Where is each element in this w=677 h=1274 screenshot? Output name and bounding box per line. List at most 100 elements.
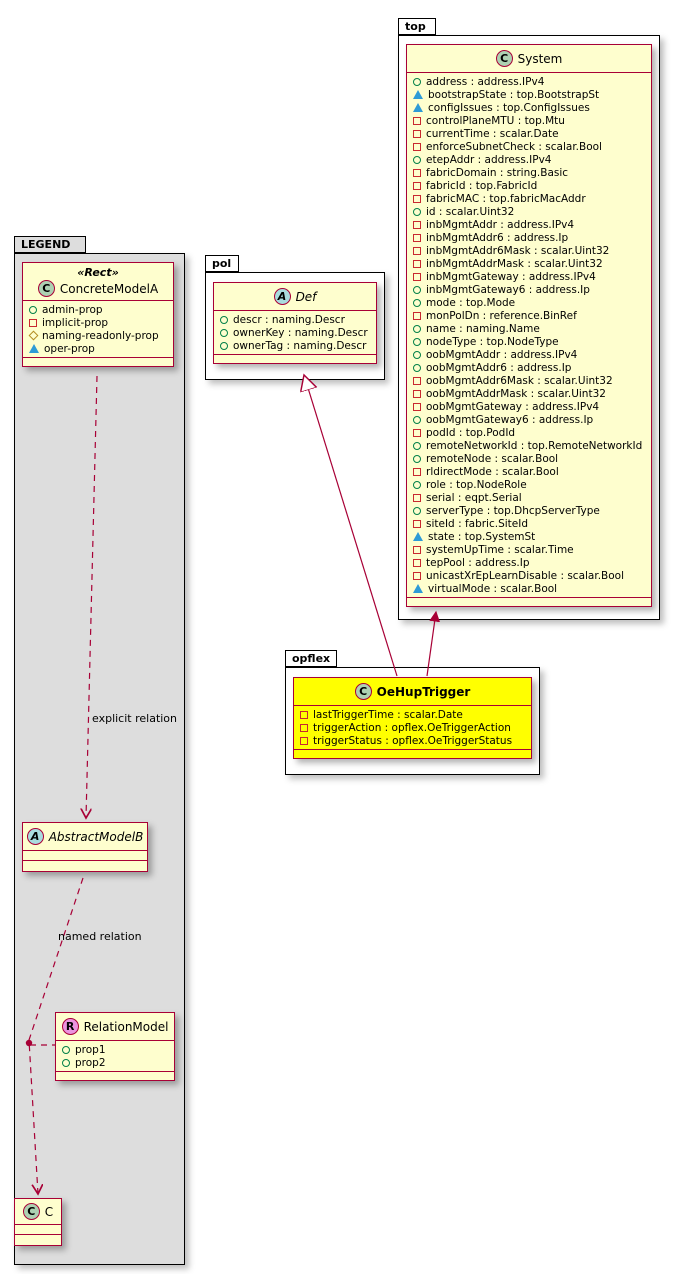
class-abstractmodelb: A AbstractModelB bbox=[22, 822, 148, 872]
class-attribute: oobMgmtAddr6 : address.Ip bbox=[407, 361, 651, 374]
class-spot-icon: C bbox=[22, 1203, 40, 1220]
class-attribute: unicastXrEpLearnDisable : scalar.Bool bbox=[407, 569, 651, 582]
class-oehuptrigger-header: C OeHupTrigger bbox=[294, 678, 531, 706]
square-prop-icon bbox=[413, 129, 421, 138]
circle-prop-icon bbox=[220, 328, 228, 337]
relation-class-spot-icon: R bbox=[61, 1018, 79, 1035]
class-spot-icon: C bbox=[354, 683, 372, 700]
attribute-text: siteId : fabric.SiteId bbox=[426, 517, 529, 530]
circle-prop-icon bbox=[29, 305, 37, 314]
attribute-text: virtualMode : scalar.Bool bbox=[428, 582, 558, 595]
attribute-text: rldirectMode : scalar.Bool bbox=[426, 465, 559, 478]
class-attribute: etepAddr : address.IPv4 bbox=[407, 153, 651, 166]
class-attribute: oobMgmtGateway : address.IPv4 bbox=[407, 400, 651, 413]
class-attribute: oobMgmtAddrMask : scalar.Uint32 bbox=[407, 387, 651, 400]
square-prop-icon bbox=[413, 545, 421, 554]
attribute-text: oobMgmtGateway6 : address.Ip bbox=[426, 413, 594, 426]
square-prop-icon bbox=[413, 402, 421, 411]
class-title: System bbox=[517, 51, 563, 66]
attribute-text: oobMgmtGateway : address.IPv4 bbox=[426, 400, 600, 413]
attribute-text: inbMgmtAddrMask : scalar.Uint32 bbox=[426, 257, 603, 270]
class-attribute: siteId : fabric.SiteId bbox=[407, 517, 651, 530]
attribute-text: enforceSubnetCheck : scalar.Bool bbox=[426, 140, 602, 153]
square-prop-icon bbox=[413, 168, 421, 177]
circle-prop-icon bbox=[413, 350, 421, 359]
attribute-text: name : naming.Name bbox=[426, 322, 540, 335]
diamond-prop-icon bbox=[28, 330, 39, 341]
class-attribute: admin-prop bbox=[23, 303, 173, 316]
attribute-text: unicastXrEpLearnDisable : scalar.Bool bbox=[426, 569, 625, 582]
circle-prop-icon bbox=[220, 315, 228, 324]
circle-prop-icon bbox=[413, 480, 421, 489]
package-pol-tab: pol bbox=[205, 255, 239, 272]
triangle-prop-icon bbox=[413, 103, 423, 112]
stereotype-label: «Rect» bbox=[77, 266, 119, 279]
class-attribute: address : address.IPv4 bbox=[407, 75, 651, 88]
class-attribute: triggerAction : opflex.OeTriggerAction bbox=[294, 721, 531, 734]
class-attribute: descr : naming.Descr bbox=[214, 313, 376, 326]
triangle-prop-icon bbox=[413, 90, 423, 99]
circle-prop-icon bbox=[413, 77, 421, 86]
attribute-text: oobMgmtAddr6 : address.Ip bbox=[426, 361, 572, 374]
class-attribute: oobMgmtGateway6 : address.Ip bbox=[407, 413, 651, 426]
class-title: C bbox=[44, 1204, 54, 1219]
attribute-text: tepPool : address.Ip bbox=[426, 556, 530, 569]
class-attribute: oobMgmtAddr : address.IPv4 bbox=[407, 348, 651, 361]
class-attribute: prop2 bbox=[56, 1056, 174, 1069]
class-attribute: role : top.NodeRole bbox=[407, 478, 651, 491]
attribute-text: admin-prop bbox=[42, 303, 103, 316]
class-system-methods-empty bbox=[407, 598, 651, 606]
class-abstractmodelb-header: A AbstractModelB bbox=[23, 823, 147, 851]
square-prop-icon bbox=[413, 116, 421, 125]
circle-prop-icon bbox=[62, 1045, 70, 1054]
class-attribute: serial : eqpt.Serial bbox=[407, 491, 651, 504]
abstract-class-spot-icon: A bbox=[273, 288, 291, 305]
attribute-text: oobMgmtAddrMask : scalar.Uint32 bbox=[426, 387, 606, 400]
class-attribute: remoteNetworkId : top.RemoteNetworkId bbox=[407, 439, 651, 452]
class-spot-icon: C bbox=[37, 280, 55, 297]
class-attribute: enforceSubnetCheck : scalar.Bool bbox=[407, 140, 651, 153]
attribute-text: oobMgmtAddr6Mask : scalar.Uint32 bbox=[426, 374, 613, 387]
class-attribute: inbMgmtAddr : address.IPv4 bbox=[407, 218, 651, 231]
square-prop-icon bbox=[413, 259, 421, 268]
circle-prop-icon bbox=[413, 337, 421, 346]
square-prop-icon bbox=[413, 246, 421, 255]
class-attribute: bootstrapState : top.BootstrapSt bbox=[407, 88, 651, 101]
triangle-prop-icon bbox=[29, 344, 39, 353]
square-prop-icon bbox=[413, 428, 421, 437]
attribute-text: triggerAction : opflex.OeTriggerAction bbox=[313, 721, 511, 734]
triangle-prop-icon bbox=[413, 532, 423, 541]
class-attribute: tepPool : address.Ip bbox=[407, 556, 651, 569]
class-attribute: configIssues : top.ConfigIssues bbox=[407, 101, 651, 114]
circle-prop-icon bbox=[413, 441, 421, 450]
class-abstractmodelb-attributes-empty bbox=[23, 851, 147, 861]
class-abstractmodelb-methods-empty bbox=[23, 861, 147, 871]
abstract-class-spot-icon: A bbox=[26, 828, 44, 845]
attribute-text: implicit-prop bbox=[42, 316, 109, 329]
class-attribute: ownerTag : naming.Descr bbox=[214, 339, 376, 352]
attribute-text: role : top.NodeRole bbox=[426, 478, 527, 491]
square-prop-icon bbox=[413, 389, 421, 398]
class-attribute: oobMgmtAddr6Mask : scalar.Uint32 bbox=[407, 374, 651, 387]
class-attribute: inbMgmtAddr6Mask : scalar.Uint32 bbox=[407, 244, 651, 257]
square-prop-icon bbox=[413, 571, 421, 580]
relation-label-explicit: explicit relation bbox=[92, 712, 178, 725]
class-attribute: serverType : top.DhcpServerType bbox=[407, 504, 651, 517]
class-concretemodela-header: «Rect» C ConcreteModelA bbox=[23, 263, 173, 301]
square-prop-icon bbox=[413, 233, 421, 242]
attribute-text: descr : naming.Descr bbox=[233, 313, 345, 326]
square-prop-icon bbox=[300, 710, 308, 719]
class-def-header: A Def bbox=[214, 283, 376, 311]
class-attribute: systemUpTime : scalar.Time bbox=[407, 543, 651, 556]
class-title: Def bbox=[295, 289, 317, 304]
class-attribute: controlPlaneMTU : top.Mtu bbox=[407, 114, 651, 127]
class-attribute: oper-prop bbox=[23, 342, 173, 355]
class-relationmodel-header: R RelationModel bbox=[56, 1013, 174, 1041]
class-attribute: triggerStatus : opflex.OeTriggerStatus bbox=[294, 734, 531, 747]
class-attribute: prop1 bbox=[56, 1043, 174, 1056]
class-title: ConcreteModelA bbox=[59, 281, 159, 296]
attribute-text: nodeType : top.NodeType bbox=[426, 335, 559, 348]
